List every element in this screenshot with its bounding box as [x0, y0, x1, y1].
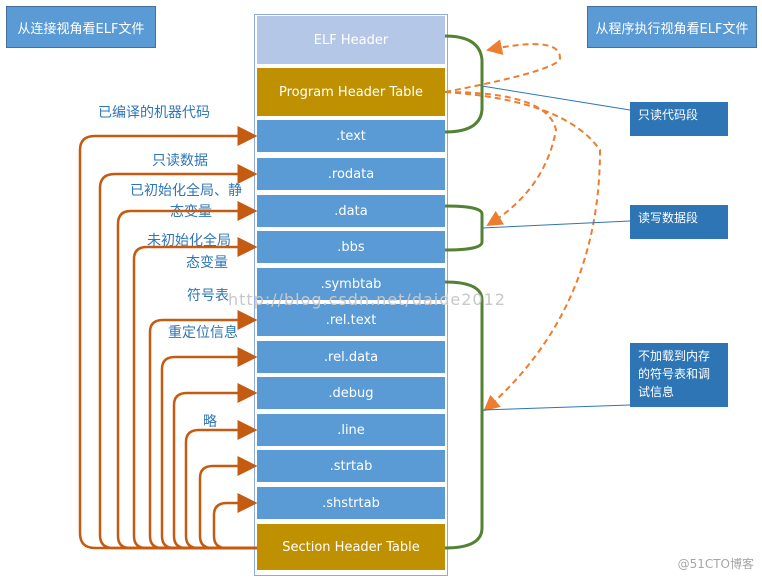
phdr-to-elf-header — [444, 39, 562, 93]
bracket-readonly-segment — [444, 34, 484, 134]
section-shstrtab: .shstrtab — [257, 487, 445, 519]
section-elf-header: ELF Header — [257, 16, 445, 64]
section-text: .text — [257, 120, 445, 152]
section-bbs: .bbs — [257, 231, 445, 263]
bracket-readwrite-segment — [444, 204, 484, 252]
callout-readwrite-data: 读写数据段 — [630, 205, 728, 239]
label-symbol-table: 符号表 — [187, 288, 229, 304]
arrow-to-bbs — [132, 237, 258, 550]
watermark-url: http://blog.csdn.net/daide2012 — [228, 290, 506, 309]
section-debug: .debug — [257, 377, 445, 409]
bracket-not-loaded-segment — [444, 280, 484, 550]
arrow-to-line — [184, 420, 258, 550]
arrow-to-shstrtab — [212, 493, 258, 550]
callout-not-loaded: 不加载到内存的符号表和调试信息 — [630, 343, 728, 407]
label-readonly-data: 只读数据 — [152, 153, 208, 169]
arrow-to-strtab — [198, 456, 258, 550]
label-relocation: 重定位信息 — [168, 325, 238, 341]
section-rodata: .rodata — [257, 158, 445, 190]
left-section-arrows — [78, 126, 258, 550]
arrow-to-text — [78, 126, 258, 550]
section-rel-text: .rel.text — [257, 304, 445, 336]
arrow-to-rel-data — [160, 347, 258, 550]
elf-stack-frame — [254, 14, 448, 576]
label-machine-code: 已编译的机器代码 — [98, 105, 210, 121]
callout-readonly-code: 只读代码段 — [630, 102, 728, 136]
section-header-table: Section Header Table — [257, 524, 445, 570]
section-line: .line — [257, 414, 445, 446]
label-uninit-global-line2: 态变量 — [186, 255, 228, 271]
label-omitted: 略 — [203, 414, 217, 430]
section-program-header-table: Program Header Table — [257, 68, 445, 116]
arrow-to-data — [116, 201, 258, 550]
section-symbtab: .symbtab — [257, 268, 445, 300]
program-header-arrows — [444, 39, 602, 412]
label-uninit-global-line1: 未初始化全局 — [147, 233, 231, 249]
pointer-readonly-code — [481, 85, 631, 111]
pointer-not-loaded — [481, 404, 631, 411]
linking-view-label: 从连接视角看ELF文件 — [6, 6, 156, 48]
section-data: .data — [257, 195, 445, 227]
label-init-global-line1: 已初始化全局、静 — [130, 183, 242, 199]
arrow-to-debug — [172, 383, 258, 550]
arrow-to-rel-text — [148, 310, 258, 550]
pointer-readwrite-data — [481, 220, 631, 229]
section-rel-data: .rel.data — [257, 341, 445, 373]
phdr-to-readonly — [444, 91, 558, 227]
arrow-to-rodata — [98, 164, 258, 550]
section-strtab: .strtab — [257, 450, 445, 482]
callout-pointers — [481, 85, 631, 411]
phdr-to-readwrite — [444, 91, 602, 412]
execution-view-label: 从程序执行视角看ELF文件 — [587, 6, 757, 48]
watermark-brand: @51CTO博客 — [677, 557, 754, 571]
